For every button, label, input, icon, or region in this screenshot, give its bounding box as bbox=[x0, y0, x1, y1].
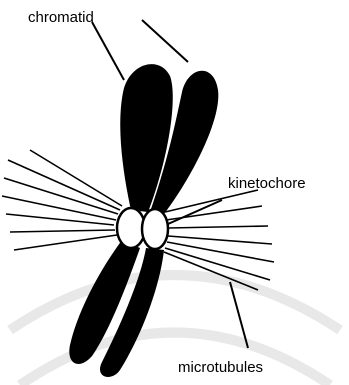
kinetochore-label: kinetochore bbox=[228, 175, 306, 192]
kinetochore-leader bbox=[168, 200, 222, 224]
background-watermark bbox=[10, 275, 340, 385]
chromatid-leader-1 bbox=[92, 22, 124, 80]
chromatid-leader-2 bbox=[142, 20, 188, 62]
kinetochore-right bbox=[142, 209, 168, 249]
microtubules-left bbox=[2, 150, 122, 250]
kinetochores bbox=[117, 208, 168, 249]
chromatid-label: chromatid bbox=[28, 9, 94, 26]
microtubules-label: microtubules bbox=[178, 359, 263, 376]
